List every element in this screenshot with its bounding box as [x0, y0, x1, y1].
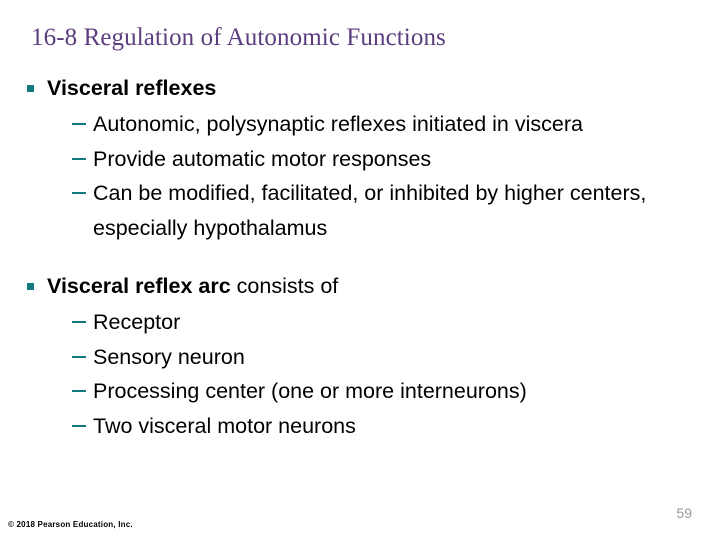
bullet-level2-item: Two visceral motor neurons: [0, 409, 720, 444]
dash-bullet-icon: [71, 305, 86, 340]
bullet-level2-item: Processing center (one or more interneur…: [0, 374, 720, 409]
dash-bullet-icon: [71, 374, 86, 409]
dash-bullet-icon: [71, 107, 86, 142]
bullet-group-2: Visceral reflex arc consists of Receptor…: [0, 271, 720, 443]
copyright-notice: © 2018 Pearson Education, Inc.: [8, 520, 133, 529]
bullet-level2-item: Autonomic, polysynaptic reflexes initiat…: [0, 107, 720, 142]
bullet-item-text: Processing center (one or more interneur…: [93, 379, 527, 403]
bullet-level1-heading-1: Visceral reflexes: [0, 73, 720, 103]
page-number: 59: [676, 505, 692, 521]
bullet-item-text: Can be modified, facilitated, or inhibit…: [93, 181, 647, 240]
dash-bullet-icon: [71, 409, 86, 444]
square-bullet-icon: [27, 85, 34, 92]
bullet-level2-item: Receptor: [0, 305, 720, 340]
dash-bullet-icon: [71, 340, 86, 375]
bullet-heading-regular-text: consists of: [230, 274, 339, 298]
bullet-item-text: Receptor: [93, 310, 181, 334]
bullet-level2-item: Sensory neuron: [0, 340, 720, 375]
bullet-level1-heading-2: Visceral reflex arc consists of: [0, 271, 720, 301]
bullet-item-text: Two visceral motor neurons: [93, 413, 356, 438]
slide-body: Visceral reflexes Autonomic, polysynapti…: [0, 73, 720, 443]
bullet-item-text: Provide automatic motor responses: [93, 146, 432, 171]
group-spacer: [0, 245, 720, 271]
bullet-item-text: Autonomic, polysynaptic reflexes initiat…: [93, 112, 583, 136]
bullet-heading-bold-text: Visceral reflexes: [47, 76, 217, 100]
bullet-heading-bold-text: Visceral reflex arc: [47, 274, 231, 298]
bullet-group-1: Visceral reflexes Autonomic, polysynapti…: [0, 73, 720, 245]
dash-bullet-icon: [71, 176, 86, 211]
bullet-level2-item: Provide automatic motor responses: [0, 142, 720, 177]
bullet-level2-item: Can be modified, facilitated, or inhibit…: [0, 176, 720, 245]
square-bullet-icon: [27, 283, 34, 290]
bullet-item-text: Sensory neuron: [93, 344, 245, 369]
dash-bullet-icon: [71, 142, 86, 177]
page-title: 16-8 Regulation of Autonomic Functions: [31, 24, 446, 51]
